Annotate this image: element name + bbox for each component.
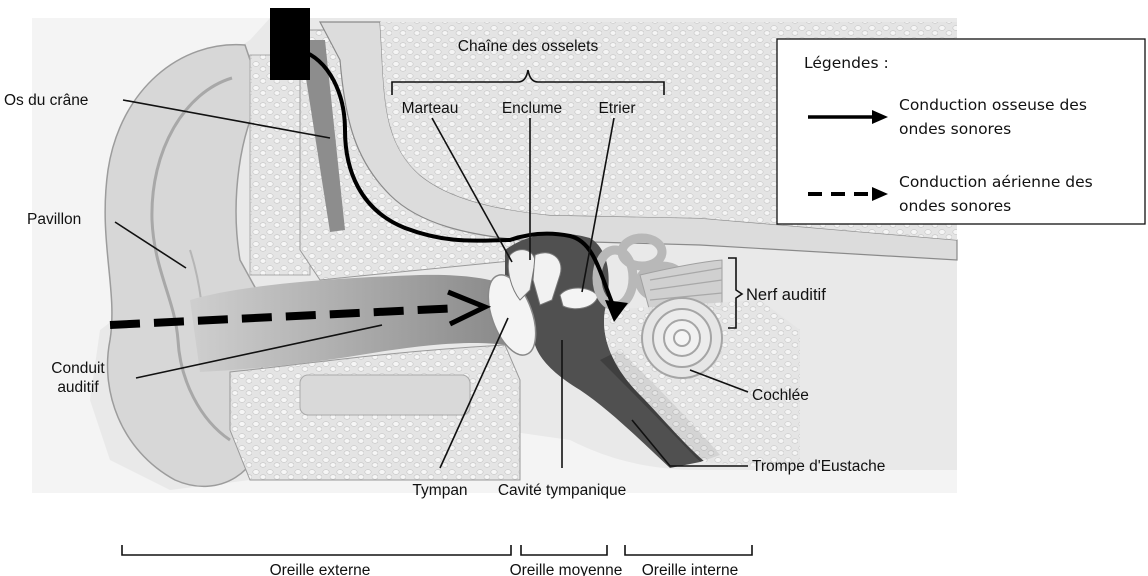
middle-ear-label: Oreille moyenne xyxy=(510,562,623,576)
outer-ear-label: Oreille externe xyxy=(270,562,371,576)
cartilage-lower xyxy=(300,375,470,415)
legend-bone-text-line2: ondes sonores xyxy=(899,120,1011,138)
pinna-label: Pavillon xyxy=(27,211,81,228)
anvil-label: Enclume xyxy=(502,100,562,117)
ear-canal-label-line2: auditif xyxy=(57,379,99,396)
cochlea-shape xyxy=(642,298,722,378)
eardrum-label: Tympan xyxy=(412,482,467,499)
bone-conductor-block xyxy=(270,8,310,80)
hammer-label: Marteau xyxy=(402,100,459,117)
auditory-nerve-label: Nerf auditif xyxy=(746,286,826,304)
eustachian-tube-label: Trompe d'Eustache xyxy=(752,458,885,475)
cochlea-label: Cochlée xyxy=(752,387,809,404)
legend-air-text-line1: Conduction aérienne des xyxy=(899,173,1093,191)
legend-air-text-line2: ondes sonores xyxy=(899,197,1011,215)
middle-ear-bracket xyxy=(521,545,607,555)
legend-bone-text-line1: Conduction osseuse des xyxy=(899,96,1087,114)
inner-ear-label: Oreille interne xyxy=(642,562,739,576)
legend-box: Légendes : Conduction osseuse des ondes … xyxy=(777,39,1145,224)
inner-ear-bracket xyxy=(625,545,752,555)
stirrup-label: Etrier xyxy=(598,100,635,117)
outer-ear-bracket xyxy=(122,545,511,555)
tympanic-cavity-label: Cavité tympanique xyxy=(498,482,626,499)
skull-bone-label: Os du crâne xyxy=(4,92,88,109)
legend-title: Légendes : xyxy=(804,54,889,72)
ear-canal-label-line1: Conduit xyxy=(51,360,105,377)
ossicle-chain-label: Chaîne des osselets xyxy=(458,38,599,55)
